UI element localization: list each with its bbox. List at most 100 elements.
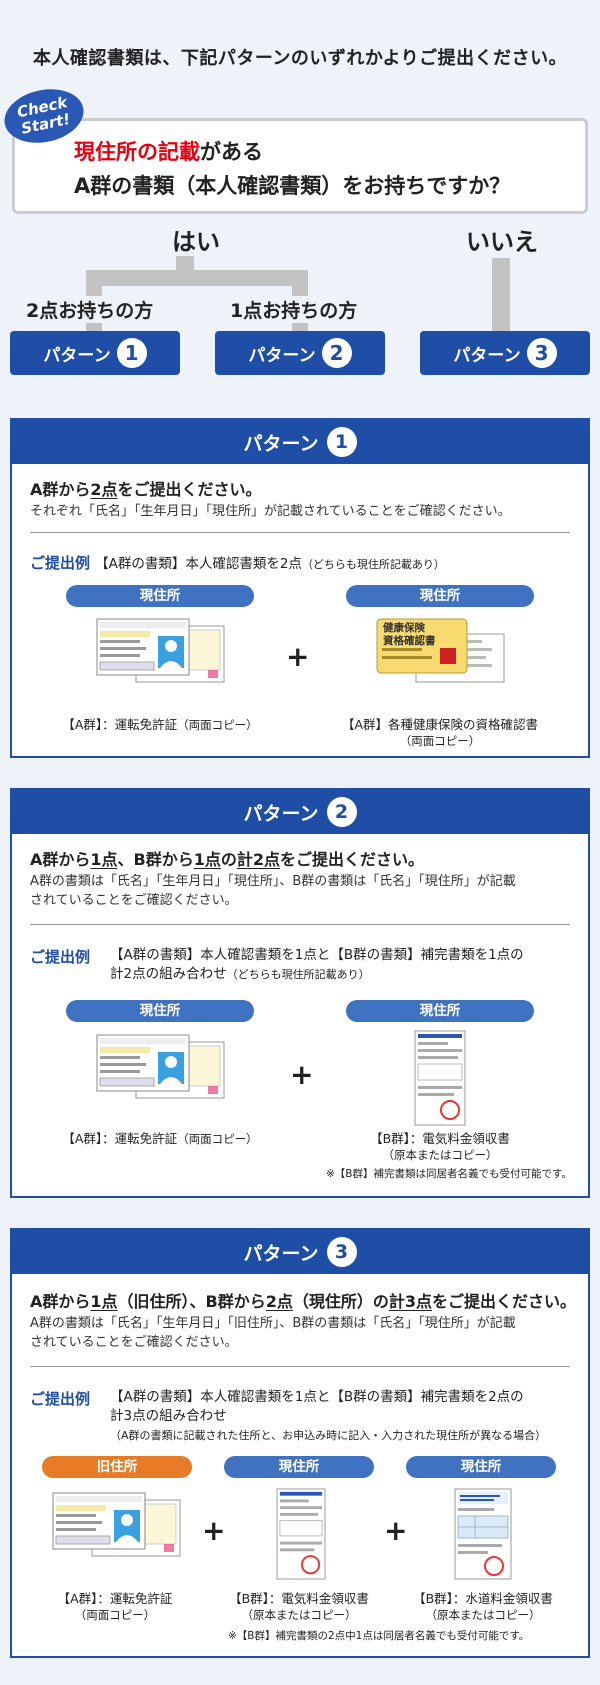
p3-caption-1: 【A群】：運転免許証 （両面コピー） bbox=[20, 1590, 210, 1624]
pattern3-desc: A群の書類は「氏名」「生年月日」「旧住所」、B群の書類は「氏名」「現住所」が記載… bbox=[30, 1314, 516, 1352]
insurance-card-image bbox=[376, 618, 505, 683]
drivers-license-image bbox=[96, 618, 225, 683]
p1-cap-right-sub: （両面コピー） bbox=[399, 734, 481, 748]
p3-pill-2: 現住所 bbox=[224, 1456, 374, 1478]
number-1-icon: 1 bbox=[116, 338, 147, 368]
p2-h-d: 1点 bbox=[193, 850, 221, 869]
p3-pill-3: 現住所 bbox=[406, 1456, 556, 1478]
p3-plus-icon-2: + bbox=[384, 1514, 408, 1547]
question-line1: 現住所の記載がある bbox=[74, 136, 263, 166]
p2-cap-left-sub: （両面コピー） bbox=[177, 1132, 258, 1146]
pattern3-title: パターン bbox=[243, 1242, 319, 1265]
p1-caption-right: 【A群】各種健康保険の資格確認書 （両面コピー） bbox=[320, 716, 560, 750]
p2-caption-left: 【A群】：運転免許証（両面コピー） bbox=[40, 1130, 280, 1148]
p2-pill-right: 現住所 bbox=[346, 1000, 534, 1022]
p2-pill-left: 現住所 bbox=[66, 1000, 254, 1022]
p2-cap-right-sub: （原本またはコピー） bbox=[382, 1148, 498, 1162]
pattern3-example: ご提出例 bbox=[30, 1388, 90, 1409]
p2-h-f: 計2点 bbox=[236, 850, 281, 869]
p3-cap3-main: 【B群】：水道料金領収書 bbox=[413, 1591, 553, 1606]
p3-h-b: 1点 bbox=[90, 1292, 118, 1311]
p3-example-label: ご提出例 bbox=[30, 1390, 91, 1408]
card-title-line1: 健康保険 bbox=[383, 622, 425, 634]
p3-h-a: A群から bbox=[30, 1292, 91, 1311]
p1-cap-left-main: 【A群】：運転免許証 bbox=[62, 717, 178, 732]
pattern1-desc: それぞれ「氏名」「生年月日」「現住所」が記載されていることをご確認ください。 bbox=[30, 504, 511, 519]
number-2-icon: 2 bbox=[321, 338, 352, 368]
water-receipt-image bbox=[454, 1488, 512, 1580]
drivers-license-image bbox=[96, 1034, 225, 1099]
p2-example-text: 【A群の書類】本人確認書類を1点と【B群の書類】補完書類を1点の 計2点の組み合… bbox=[110, 946, 524, 984]
connector-yes-bar bbox=[86, 270, 308, 286]
insurance-card-title: 健康保険 資格確認書 bbox=[383, 622, 436, 648]
p1-cap-left-sub: （両面コピー） bbox=[177, 718, 258, 732]
connector-yes-stem bbox=[176, 256, 194, 270]
p3-note: ※【B群】補完書類の2点中1点は同居者名義でも受付可能です。 bbox=[228, 1630, 530, 1642]
p2-example-line2: 計2点の組み合わせ bbox=[110, 966, 227, 982]
p3-cap1-main: 【A群】：運転免許証 bbox=[57, 1591, 173, 1606]
question-box bbox=[12, 118, 588, 214]
p1-h-u: 2点 bbox=[90, 480, 118, 499]
p2-desc1: A群の書類は「氏名」「生年月日」「現住所」、B群の書類は「氏名」「現住所」が記載 bbox=[30, 874, 516, 889]
p3-cap2-sub: （原本またはコピー） bbox=[241, 1608, 357, 1622]
p3-h-d: 2点 bbox=[265, 1292, 293, 1311]
connector-no-drop bbox=[492, 258, 510, 334]
pattern2-divider bbox=[30, 924, 570, 925]
p1-plus-icon: + bbox=[286, 640, 310, 673]
p2-cap-right-main: 【B群】：電気料金領収書 bbox=[370, 1131, 510, 1146]
p1-h-pre: A群から bbox=[30, 480, 91, 499]
p3-example-line1: 【A群の書類】本人確認書類を1点と【B群の書類】補完書類を2点の bbox=[110, 1389, 524, 1405]
p3-h-c: （旧住所）、B群から bbox=[117, 1292, 266, 1311]
pattern2-button-label: パターン bbox=[248, 345, 316, 366]
p1-h-post: をご提出ください。 bbox=[117, 480, 262, 499]
p2-plus-icon: + bbox=[290, 1058, 314, 1091]
pattern3-section: パターン 3 bbox=[10, 1228, 590, 1658]
p3-desc2: されていることをご確認ください。 bbox=[30, 1335, 238, 1350]
count-one: 1点お持ちの方 bbox=[226, 296, 362, 323]
answer-no: いいえ bbox=[466, 228, 538, 256]
question-highlight: 現住所の記載 bbox=[74, 140, 200, 164]
p2-desc2: されていることをご確認ください。 bbox=[30, 893, 238, 908]
pattern1-divider bbox=[30, 532, 570, 533]
pattern2-desc: A群の書類は「氏名」「生年月日」「現住所」、B群の書類は「氏名」「現住所」が記載… bbox=[30, 872, 516, 910]
pattern1-button-label: パターン bbox=[43, 345, 111, 366]
pattern3-header: パターン 3 bbox=[12, 1230, 588, 1274]
count-two: 2点お持ちの方 bbox=[22, 296, 158, 323]
intro-text: 本人確認書類は、下記パターンのいずれかよりご提出ください。 bbox=[32, 48, 568, 69]
p1-example-main: 【A群の書類】本人確認書類を2点 bbox=[95, 556, 302, 572]
electricity-receipt-image bbox=[276, 1488, 326, 1580]
pattern3-button-label: パターン bbox=[453, 345, 521, 366]
pattern1-heading: A群から2点をご提出ください。 bbox=[30, 476, 262, 500]
pattern3-divider bbox=[30, 1366, 570, 1367]
p3-example-line2: 計3点の組み合わせ bbox=[110, 1408, 227, 1424]
electricity-receipt-image bbox=[414, 1030, 466, 1126]
p3-caption-2: 【B群】：電気料金領収書 （原本またはコピー） bbox=[204, 1590, 394, 1624]
p1-example-label: ご提出例 bbox=[30, 554, 91, 572]
p3-desc1: A群の書類は「氏名」「生年月日」「旧住所」、B群の書類は「氏名」「現住所」が記載 bbox=[30, 1316, 516, 1331]
p2-cap-left-main: 【A群】：運転免許証 bbox=[62, 1131, 178, 1146]
p3-h-f: 計3点 bbox=[388, 1292, 433, 1311]
card-title-line2: 資格確認書 bbox=[383, 635, 436, 647]
p1-pill-left: 現住所 bbox=[66, 585, 254, 607]
answer-yes: はい bbox=[172, 228, 220, 256]
drivers-license-image bbox=[52, 1492, 181, 1557]
question-line2: A群の書類（本人確認書類）をお持ちですか？ bbox=[74, 174, 511, 198]
p2-caption-right: 【B群】：電気料金領収書 （原本またはコピー） bbox=[320, 1130, 560, 1164]
p3-cap3-sub: （原本またはコピー） bbox=[425, 1608, 541, 1622]
number-3-icon: 3 bbox=[326, 1237, 357, 1267]
pattern3-heading: A群から1点（旧住所）、B群から2点（現住所）の計3点をご提出ください。 bbox=[30, 1288, 576, 1312]
p2-note: ※【B群】補完書類は同居者名義でも受付可能です。 bbox=[326, 1168, 572, 1180]
pattern1-title: パターン bbox=[243, 432, 319, 455]
p1-caption-left: 【A群】：運転免許証（両面コピー） bbox=[40, 716, 280, 734]
p2-h-g: をご提出ください。 bbox=[280, 850, 425, 869]
pattern2-title: パターン bbox=[243, 802, 319, 825]
p3-cap2-main: 【B群】：電気料金領収書 bbox=[229, 1591, 369, 1606]
pattern1-example: ご提出例 【A群の書類】本人確認書類を2点（どちらも現住所記載あり） bbox=[30, 552, 445, 574]
p1-pill-right: 現住所 bbox=[346, 585, 534, 607]
